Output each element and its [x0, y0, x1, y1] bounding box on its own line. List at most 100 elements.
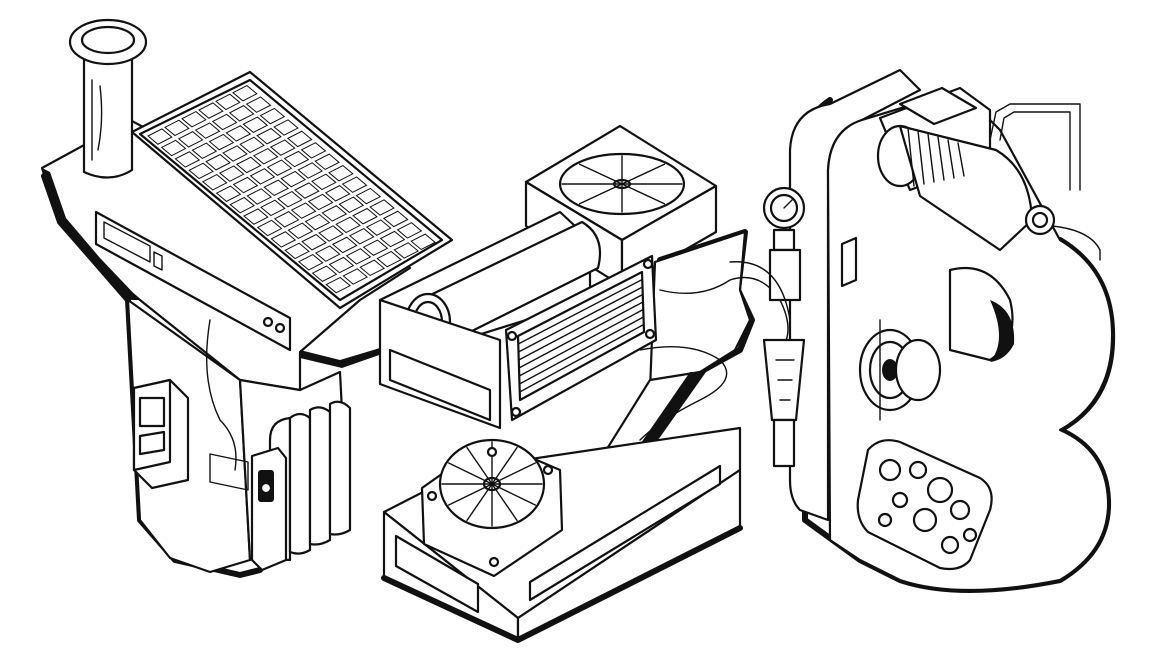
solar-cell	[328, 256, 355, 274]
bubble	[877, 512, 893, 528]
solar-cell	[287, 222, 314, 240]
solar-cell	[246, 188, 273, 205]
letter-b	[729, 68, 1116, 593]
solar-cell	[286, 130, 313, 148]
solar-cell	[194, 122, 221, 139]
grille-slat	[518, 308, 644, 377]
solar-cell	[324, 185, 351, 202]
pump-fin	[917, 130, 925, 185]
solar-cell	[345, 248, 372, 265]
bubble-tank	[856, 439, 993, 571]
cooling-fan	[420, 438, 564, 578]
letter-b-upper-hole-shadow	[990, 300, 1015, 362]
solar-cell	[283, 150, 310, 168]
solar-cell	[266, 159, 293, 176]
bubble	[878, 458, 902, 482]
pump-fin	[927, 133, 935, 183]
solar-cell	[273, 211, 300, 228]
solar-cell	[355, 187, 382, 205]
solar-cell	[164, 119, 190, 137]
pump-fin	[937, 136, 945, 181]
solar-cell	[277, 190, 303, 208]
solar-cell	[218, 165, 245, 182]
b-slab-badge	[840, 236, 858, 288]
solar-cell	[256, 219, 283, 237]
solar-cell	[328, 164, 354, 182]
bubble	[949, 499, 971, 521]
solar-cell	[325, 276, 352, 294]
solar-cell	[211, 113, 238, 131]
solar-cell	[342, 268, 369, 285]
solar-cell	[260, 199, 286, 217]
solar-cell	[215, 93, 241, 111]
solar-cell	[300, 142, 327, 159]
solar-cell	[280, 170, 307, 188]
solar-cell	[321, 205, 348, 222]
fan-blade	[491, 462, 537, 485]
solar-cell	[362, 239, 389, 256]
fan-blade	[491, 483, 537, 506]
solar-cell	[201, 174, 228, 191]
solar-cell	[273, 119, 299, 136]
solar-cell	[348, 228, 375, 245]
solar-cell	[177, 131, 204, 148]
bubble	[926, 476, 954, 504]
solar-cell	[235, 156, 262, 174]
solar-cell	[252, 148, 279, 165]
solar-cell	[215, 185, 242, 202]
grille-slat	[519, 323, 645, 393]
grille-slat	[518, 316, 645, 385]
solar-cell	[232, 176, 259, 194]
t-strap	[209, 453, 249, 491]
solar-cell	[256, 127, 282, 145]
solar-cell	[311, 265, 338, 282]
grille-slat	[518, 293, 644, 361]
fan-blade	[491, 483, 518, 522]
solar-cell	[393, 242, 420, 259]
z-hose-2	[639, 346, 728, 441]
solar-panel	[130, 70, 454, 310]
wall-thermostat	[132, 378, 190, 490]
letter-t	[40, 18, 454, 578]
solar-cell	[242, 116, 269, 134]
solar-cell	[191, 142, 218, 160]
solar-cell	[304, 213, 331, 231]
solar-cell	[239, 136, 265, 154]
solar-cell	[245, 96, 272, 113]
solar-cell	[208, 133, 235, 151]
solar-cell	[232, 84, 258, 102]
door-switch	[250, 446, 288, 572]
solar-cell	[396, 222, 423, 239]
chimney-pipe	[68, 18, 148, 179]
fan-blade	[491, 446, 518, 485]
solar-cell	[359, 259, 386, 277]
solar-cell	[269, 139, 296, 156]
z-hose	[659, 276, 789, 361]
solar-cell	[307, 193, 334, 211]
solar-cell	[369, 199, 395, 216]
solar-cell	[341, 176, 368, 193]
solar-cell	[147, 128, 173, 145]
fan-blade	[466, 483, 493, 522]
solar-cell	[301, 233, 327, 251]
bubble	[908, 460, 928, 480]
solar-cell	[188, 162, 214, 180]
solar-cell	[376, 250, 403, 268]
grille-slat	[518, 301, 644, 369]
pump-fin	[947, 139, 955, 179]
t-ledge-band	[300, 348, 382, 368]
solar-cell	[174, 151, 201, 168]
solar-cell	[263, 179, 290, 197]
solar-cell	[331, 236, 358, 254]
vent-slot	[94, 210, 292, 352]
fan-blade	[621, 163, 666, 185]
solar-cell	[335, 216, 361, 234]
valve-wheel	[858, 319, 942, 421]
solar-cell	[297, 162, 324, 179]
solar-cell	[297, 254, 324, 271]
solar-cell	[243, 208, 269, 225]
fan-blade	[621, 183, 666, 205]
solar-cell	[314, 245, 341, 262]
